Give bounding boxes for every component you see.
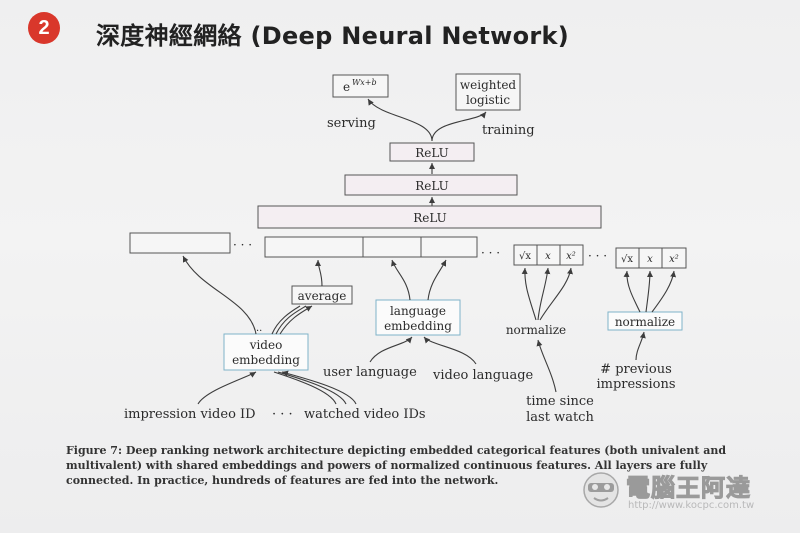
relu-layer-top: ReLU [389, 142, 475, 162]
video-embedding-dots: ·· [256, 326, 262, 337]
mascot-icon [583, 472, 619, 508]
continuous-a-x: x [545, 251, 551, 262]
serving-label: serving [327, 116, 376, 131]
arrow-normalize-b-sqrt [623, 270, 641, 313]
continuous-b-sqrt: √x [621, 254, 633, 265]
input-video-language: video language [432, 368, 534, 383]
arrow-normalize-b-square [651, 270, 677, 313]
normalize-node-a: normalize [506, 323, 566, 337]
arrow-normalize-a-square [539, 267, 573, 321]
input-previous-impressions-line2: impressions [596, 377, 675, 392]
input-time-since-line2: last watch [526, 410, 594, 425]
slide-number-badge: 2 [28, 12, 60, 44]
language-embedding-line1: language [390, 304, 446, 318]
video-embedding-node: video embedding [223, 333, 309, 371]
average-label: average [298, 289, 347, 303]
training-output-line1: weighted [460, 78, 517, 92]
arrow-time-since [536, 339, 557, 393]
video-embedding-line2: embedding [232, 353, 300, 367]
watermark-brand: 電腦王阿達 [626, 474, 751, 503]
average-node: average [291, 285, 353, 305]
slide-title: 深度神經網絡 (Deep Neural Network) [96, 22, 570, 50]
language-embedding-line2: embedding [384, 319, 452, 333]
training-label: training [482, 123, 535, 138]
serving-output-box: e Wx+b [332, 74, 389, 98]
feature-box-impression [129, 232, 231, 254]
row-ellipsis-1: · · · [233, 238, 252, 252]
input-impression-video-id: impression video ID [124, 407, 256, 422]
arrow-user-language [369, 336, 413, 363]
arrow-normalize-a-x [537, 267, 551, 321]
relu-layer-top-label: ReLU [415, 146, 449, 160]
continuous-feature-box-a: √x x x² [513, 244, 584, 266]
relu-layer-bottom: ReLU [257, 205, 602, 229]
watermark-url: http://www.kocpc.com.tw [628, 500, 755, 511]
arrow-lang-to-video-cell [427, 259, 447, 301]
arrow-normalize-a-sqrt [521, 267, 537, 321]
continuous-a-sqrt: √x [519, 251, 531, 262]
normalize-b-label: normalize [615, 315, 675, 329]
arrow-previous-impressions [635, 331, 646, 361]
row-ellipsis-2: · · · [481, 246, 500, 260]
input-user-language: user language [323, 365, 417, 380]
continuous-a-square: x² [566, 251, 576, 262]
arrow-video-embedding-to-average-2 [275, 305, 307, 335]
arrow-watched-1 [273, 371, 337, 405]
arrow-lang-to-user-cell [391, 259, 411, 301]
input-dots: · · · [272, 407, 293, 422]
input-watched-video-ids: watched video IDs [304, 407, 426, 422]
serving-output-exponent: Wx+b [352, 78, 377, 87]
relu-layer-middle-label: ReLU [415, 179, 449, 193]
arrow-video-embedding-to-average-3 [279, 305, 313, 335]
arrow-impression-to-embedding [197, 371, 257, 405]
serving-output-base: e [343, 80, 350, 94]
feature-box-concat [264, 236, 478, 258]
input-previous-impressions-line1: # previous [600, 362, 672, 377]
video-embedding-line1: video [249, 338, 283, 352]
continuous-b-square: x² [669, 254, 679, 265]
relu-layer-middle: ReLU [344, 174, 518, 196]
input-time-since-line1: time since [526, 394, 594, 409]
training-output-box: weighted logistic [455, 73, 521, 111]
arrow-watched-3 [281, 370, 357, 405]
normalize-a-label: normalize [506, 323, 566, 337]
watermark: 電腦王阿達 http://www.kocpc.com.tw [580, 468, 795, 518]
figure-caption: Figure 7: Deep ranking network architect… [66, 444, 727, 487]
row-ellipsis-3: · · · [588, 249, 607, 263]
arrow-normalize-b-x [645, 270, 653, 313]
continuous-b-x: x [647, 254, 653, 265]
arrow-video-language [423, 336, 477, 365]
arrow-to-serving [367, 98, 433, 142]
training-output-line2: logistic [466, 93, 510, 107]
relu-layer-bottom-label: ReLU [413, 211, 447, 225]
language-embedding-node: language embedding [375, 299, 461, 336]
arrow-to-training [431, 111, 487, 142]
ranking-network-diagram: e Wx+b weighted logistic serving trainin… [124, 73, 687, 425]
arrow-average-to-row [315, 259, 323, 287]
arrow-video-embedding-to-impression [182, 255, 257, 335]
continuous-feature-box-b: √x x x² [615, 247, 687, 269]
arrow-video-embedding-to-average-1 [271, 305, 301, 335]
normalize-node-b: normalize [607, 311, 683, 331]
